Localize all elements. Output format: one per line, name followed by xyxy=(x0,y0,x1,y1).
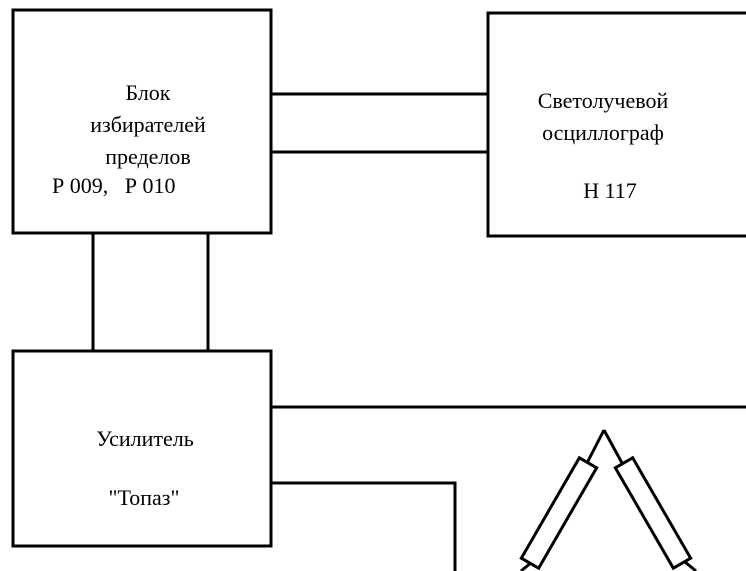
oscillograph-block-label-3: Н 117 xyxy=(583,178,637,203)
selector-block-label-1: Блок xyxy=(125,80,170,105)
bridge-sensor xyxy=(519,429,697,571)
amplifier-block-label-1: Усилитель xyxy=(96,426,194,451)
selector-block-label-3: пределов xyxy=(105,144,191,169)
selector-block-label-2: избирателей xyxy=(90,112,206,137)
connector-selector-oscillograph xyxy=(269,92,488,154)
bridge-resistor-right xyxy=(613,455,693,571)
amplifier-block-label-2: "Топаз" xyxy=(109,485,180,510)
oscillograph-block-label-2: осциллограф xyxy=(542,120,664,145)
connector-selector-amplifier xyxy=(91,233,210,351)
selector-block: Блок избирателей пределов Р 009, Р 010 xyxy=(11,8,273,235)
amplifier-output-wires xyxy=(271,405,746,571)
amplifier-block: Усилитель "Топаз" xyxy=(11,349,273,548)
bridge-resistor-left xyxy=(519,455,599,571)
oscillograph-block: Светолучевой осциллограф Н 117 xyxy=(486,11,746,238)
oscillograph-block-label-1: Светолучевой xyxy=(538,88,669,113)
bridge-wire-right xyxy=(602,429,697,571)
selector-block-label-4: Р 009, Р 010 xyxy=(52,173,175,198)
